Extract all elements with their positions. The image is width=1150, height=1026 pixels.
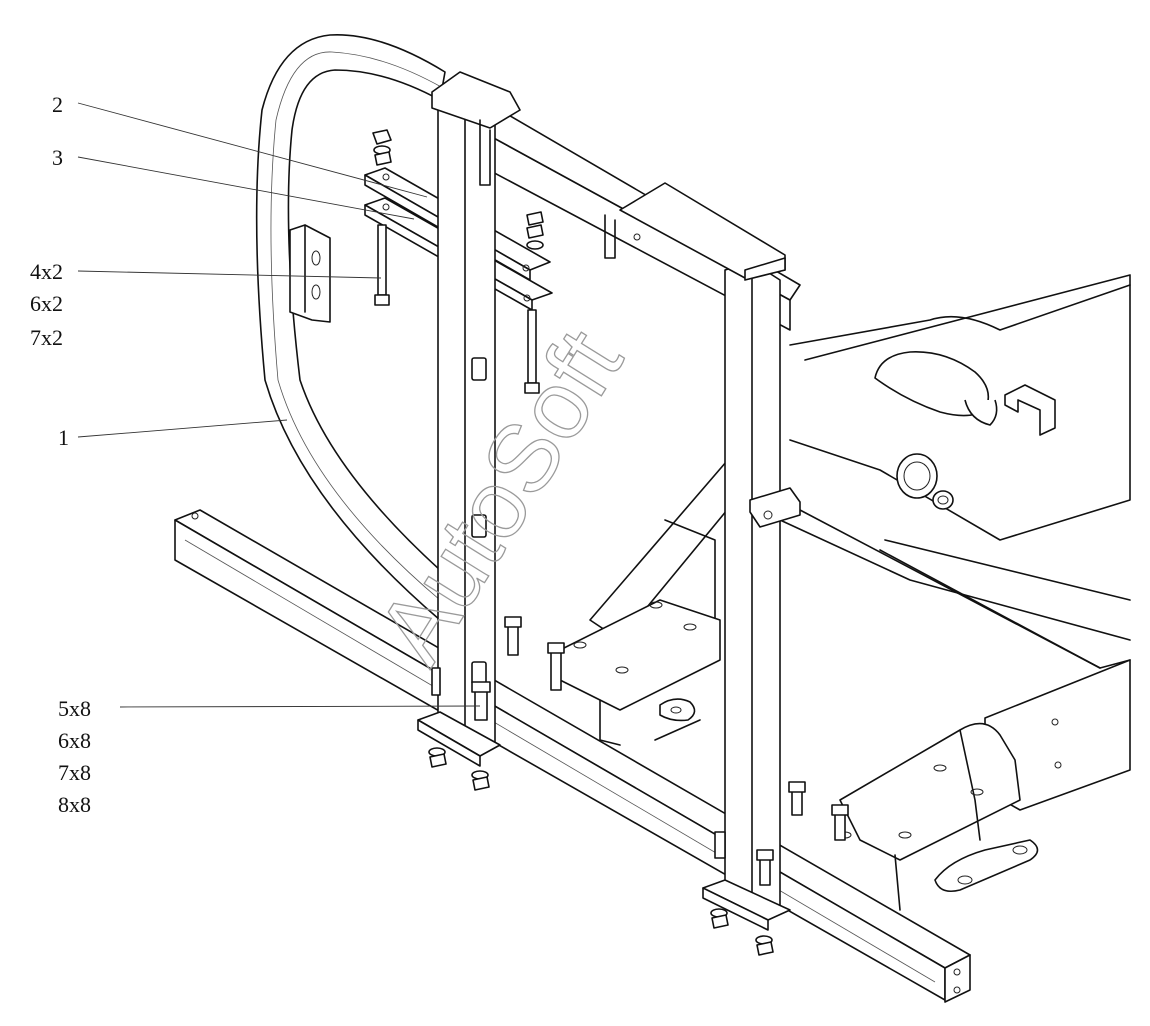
left-post [417,71,521,767]
callout-5x8: 5x8 [58,696,91,721]
leader-lines [77,102,481,708]
callout-7x2: 7x2 [30,325,63,350]
callout-1: 1 [58,425,69,450]
callout-2: 2 [52,92,63,117]
callout-6x2: 6x2 [30,291,63,316]
tractor-frame [559,274,1131,911]
callout-labels: 2 3 4x2 6x2 7x2 1 5x8 6x8 7x8 8x8 [30,92,91,817]
guard-tube [255,33,446,621]
callout-3: 3 [52,145,63,170]
front-beam [174,509,971,1003]
callout-6x8: 6x8 [58,728,91,753]
side-bracket [289,224,331,323]
right-post [604,182,801,931]
callout-7x8: 7x8 [58,760,91,785]
callout-8x8: 8x8 [58,792,91,817]
callout-4x2: 4x2 [30,259,63,284]
fasteners [372,129,849,956]
